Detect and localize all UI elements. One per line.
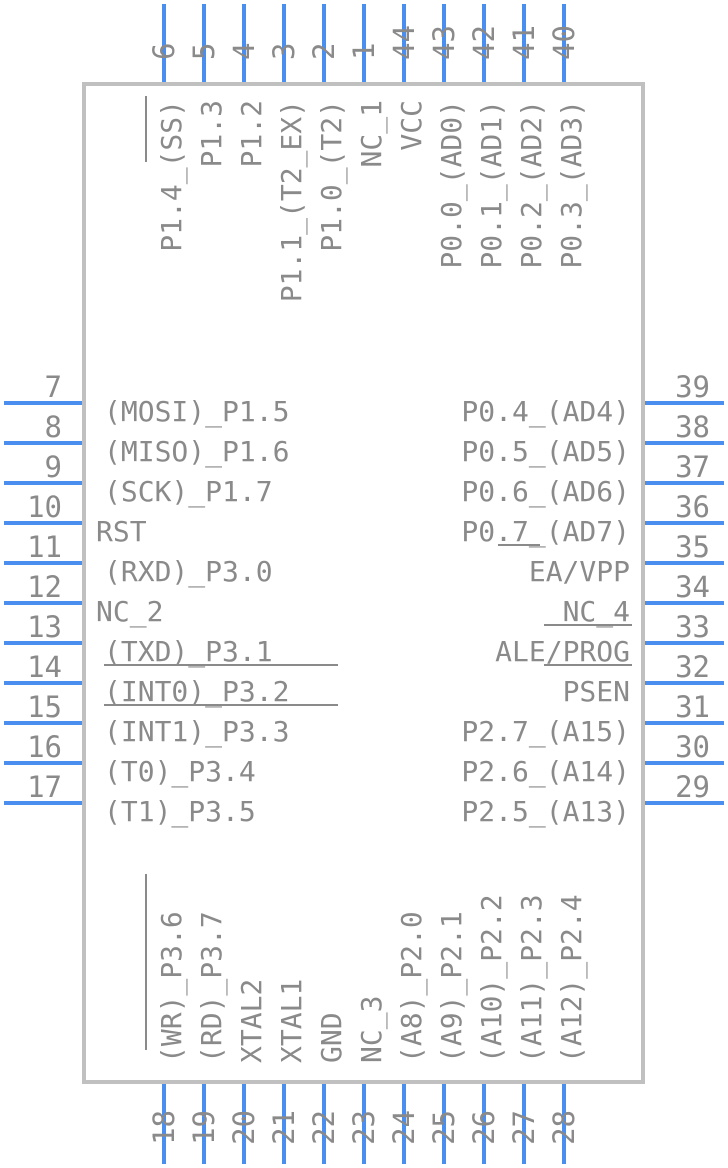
pin-number-18: 18 — [147, 1110, 181, 1145]
pin-label-27: (A11)_P2.3 — [515, 894, 549, 1063]
pin-number-4: 4 — [227, 43, 261, 60]
pin-number-25: 25 — [427, 1110, 461, 1145]
pin-label-7: (MOSI)_P1.5 — [104, 395, 289, 429]
pin-label-34: NC_4 — [563, 595, 630, 629]
pin-label-29: P2.5_(A13) — [461, 795, 630, 829]
pin-label-25: (A9)_P2.1 — [435, 911, 469, 1063]
pin-number-32: 32 — [675, 650, 710, 684]
pin-label-10: RST — [96, 515, 147, 548]
pin-number-20: 20 — [227, 1110, 261, 1145]
pin-label-26: (A10)_P2.2 — [475, 894, 509, 1063]
pin-number-8: 8 — [45, 410, 62, 444]
pin-number-24: 24 — [387, 1110, 421, 1145]
pin-label-3: P1.1_(T2_EX) — [275, 100, 309, 302]
ic-body — [82, 82, 645, 1084]
pin-number-44: 44 — [387, 25, 421, 60]
pin-label-18: (WR)_P3.6 — [155, 911, 189, 1063]
pin-number-30: 30 — [675, 730, 710, 764]
pin-label-35: EA/VPP — [529, 555, 630, 588]
pin-number-33: 33 — [675, 610, 710, 644]
pin-number-3: 3 — [267, 43, 301, 60]
pin-label-41: P0.2_(AD2) — [515, 100, 549, 269]
pin-number-23: 23 — [347, 1110, 381, 1145]
pin-number-13: 13 — [27, 610, 62, 644]
pin-label-39: P0.4_(AD4) — [461, 395, 630, 429]
pin-label-13: (TXD)_P3.1 — [104, 635, 273, 669]
pin-label-1: NC_1 — [355, 100, 389, 167]
pin-number-31: 31 — [675, 690, 710, 724]
pin-label-11: (RXD)_P3.0 — [104, 555, 273, 589]
pin-number-15: 15 — [27, 690, 62, 724]
pin-number-19: 19 — [187, 1110, 221, 1145]
pin-number-16: 16 — [27, 730, 62, 764]
pin-label-42: P0.1_(AD1) — [475, 100, 509, 269]
pin-label-37: P0.6_(AD6) — [461, 475, 630, 509]
pin-label-38: P0.5_(AD5) — [461, 435, 630, 469]
pin-number-21: 21 — [267, 1110, 301, 1145]
pin-number-7: 7 — [45, 370, 62, 404]
pin-label-23: NC_3 — [355, 996, 389, 1063]
active-low-overlines — [104, 96, 632, 1050]
pin-number-9: 9 — [45, 450, 62, 484]
pin-number-17: 17 — [27, 770, 62, 804]
pin-label-33: ALE/PROG — [495, 635, 630, 668]
pin-label-8: (MISO)_P1.6 — [104, 435, 289, 469]
pin-label-5: P1.3 — [195, 100, 228, 167]
pin-number-43: 43 — [427, 25, 461, 60]
pin-label-16: (T0)_P3.4 — [104, 755, 256, 789]
pin-number-36: 36 — [675, 490, 710, 524]
pin-number-28: 28 — [547, 1110, 581, 1145]
pin-number-11: 11 — [27, 530, 62, 564]
pin-label-21: XTAL1 — [275, 979, 308, 1063]
pin-label-22: GND — [315, 1012, 348, 1063]
pin-label-31: P2.7_(A15) — [461, 715, 630, 749]
pin-label-28: (A12)_P2.4 — [555, 894, 589, 1063]
pin-label-15: (INT1)_P3.3 — [104, 715, 289, 749]
pin-label-9: (SCK)_P1.7 — [104, 475, 273, 509]
pin-number-2: 2 — [307, 43, 341, 60]
pin-label-19: (RD)_P3.7 — [195, 911, 229, 1063]
pin-label-4: P1.2 — [235, 100, 268, 167]
pin-number-27: 27 — [507, 1110, 541, 1145]
pin-number-5: 5 — [187, 43, 221, 60]
pin-number-40: 40 — [547, 25, 581, 60]
pin-label-2: P1.0_(T2) — [315, 100, 349, 252]
pin-label-32: PSEN — [563, 675, 630, 708]
pin-label-14: (INT0)_P3.2 — [104, 675, 289, 709]
pin-number-22: 22 — [307, 1110, 341, 1145]
pin-number-35: 35 — [675, 530, 710, 564]
pin-leads — [4, 4, 724, 1164]
pin-label-20: XTAL2 — [235, 979, 268, 1063]
pin-label-43: P0.0_(AD0) — [435, 100, 469, 269]
pin-number-14: 14 — [27, 650, 62, 684]
pin-number-34: 34 — [675, 570, 710, 604]
pin-number-1: 1 — [347, 43, 381, 60]
pin-number-41: 41 — [507, 25, 541, 60]
pin-number-6: 6 — [147, 43, 181, 60]
pin-label-24: (A8)_P2.0 — [395, 911, 429, 1063]
pin-number-39: 39 — [675, 370, 710, 404]
pin-number-12: 12 — [27, 570, 62, 604]
pin-label-6: P1.4_(SS) — [155, 100, 189, 252]
pin-number-42: 42 — [467, 25, 501, 60]
pin-label-12: NC_2 — [96, 595, 163, 629]
pin-label-44: VCC — [395, 100, 428, 151]
pin-number-10: 10 — [27, 490, 62, 524]
pin-label-17: (T1)_P3.5 — [104, 795, 256, 829]
pin-label-36: P0.7_(AD7) — [461, 515, 630, 549]
pin-labels: 6P1.4_(SS) 5P1.3 4P1.2 3P1.1_(T2_EX) 2P1.0_(… — [27, 25, 710, 1145]
pin-label-30: P2.6_(A14) — [461, 755, 630, 789]
pin-number-38: 38 — [675, 410, 710, 444]
pin-number-26: 26 — [467, 1110, 501, 1145]
pin-label-40: P0.3_(AD3) — [555, 100, 589, 269]
pin-number-37: 37 — [675, 450, 710, 484]
pin-number-29: 29 — [675, 770, 710, 804]
